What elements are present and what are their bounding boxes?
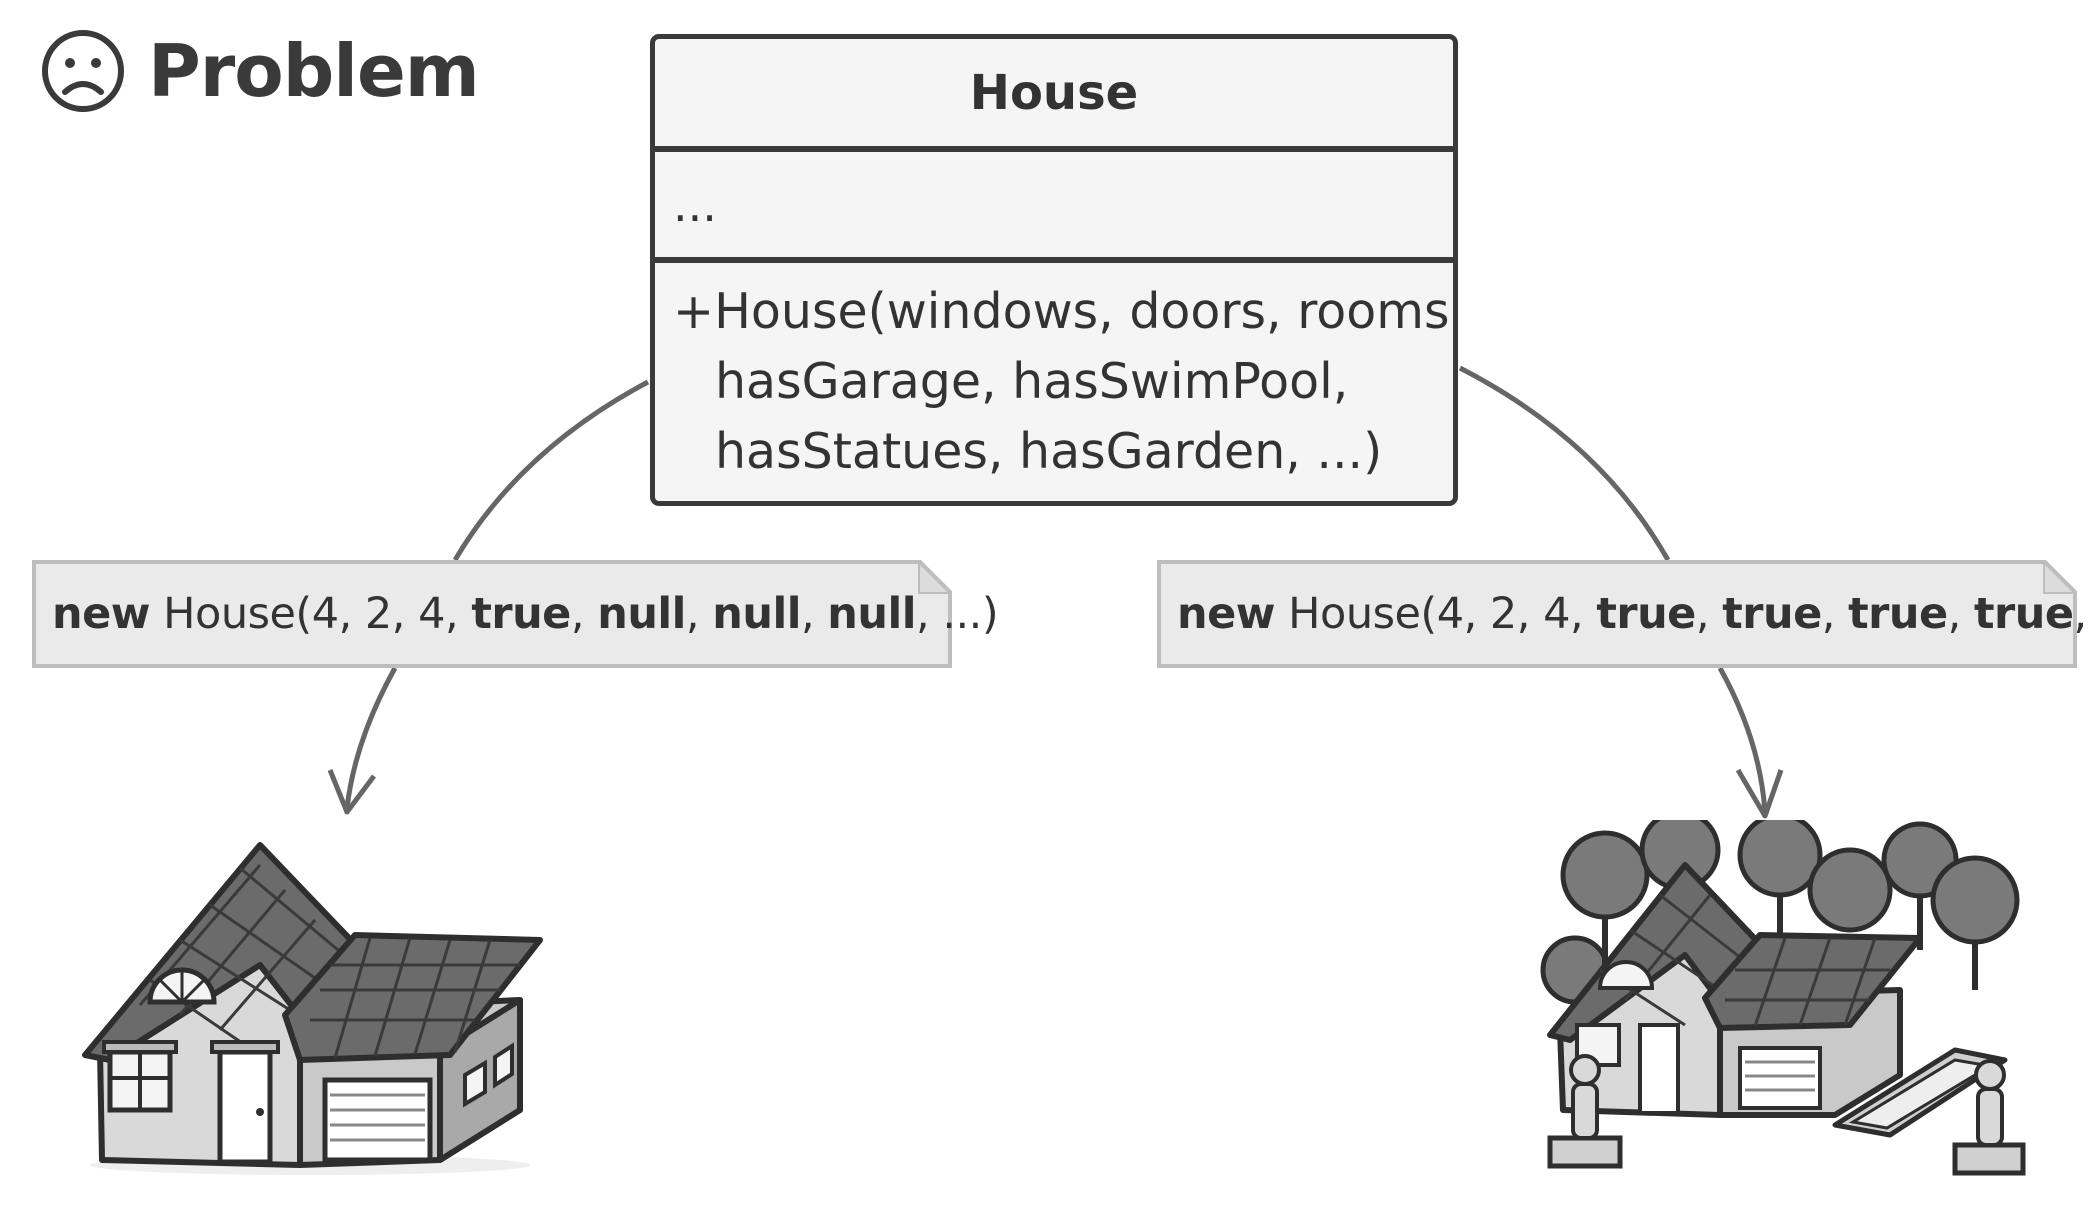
connector-left-lower xyxy=(344,666,398,809)
uml-method-line: hasGarage, hasSwimPool, xyxy=(715,353,1349,410)
code-text: , xyxy=(1947,589,1974,639)
code-text: , xyxy=(800,589,828,639)
code-note-left: new House(4, 2, 4, true, null, null, nul… xyxy=(32,560,999,668)
code-text: , ...) xyxy=(2073,589,2100,639)
arrowhead-right xyxy=(1735,768,1784,819)
sad-face-icon xyxy=(42,30,124,112)
code-keyword: true xyxy=(1848,589,1948,639)
code-note-right-text: new House(4, 2, 4, true, true, true, tru… xyxy=(1177,564,2100,664)
uml-class-box: House ... + House(windows, doors, rooms,… xyxy=(650,34,1458,506)
code-keyword: null xyxy=(712,589,801,639)
code-keyword: null xyxy=(827,589,916,639)
code-keyword: true xyxy=(1973,589,2074,639)
simple-house-illustration xyxy=(82,842,543,1175)
code-keyword: true xyxy=(1596,589,1696,639)
connector-left-upper xyxy=(452,379,650,562)
code-text: , xyxy=(1821,589,1849,639)
code-text: , ...) xyxy=(916,589,999,639)
code-keyword: null xyxy=(597,589,686,639)
uml-method-text: House(windows, doors, rooms, xyxy=(714,283,1458,340)
uml-method-line: + House(windows, doors, rooms, xyxy=(673,277,1453,347)
code-note-left-text: new House(4, 2, 4, true, null, null, nul… xyxy=(52,564,999,664)
uml-attributes: ... xyxy=(655,152,1453,257)
code-text: House(4, 2, 4, xyxy=(1275,589,1597,639)
note-fold-corner xyxy=(2043,560,2077,594)
connector-right-upper xyxy=(1458,365,1671,562)
arrowhead-left xyxy=(327,769,376,815)
code-text: , xyxy=(570,589,598,639)
title-text: Problem xyxy=(148,29,480,113)
connector-right-lower xyxy=(1717,666,1768,813)
uml-method-visibility: + xyxy=(673,283,715,340)
note-fold-corner xyxy=(918,560,952,594)
code-text: House(4, 2, 4, xyxy=(150,589,472,639)
code-text: , xyxy=(685,589,713,639)
code-keyword: true xyxy=(471,589,571,639)
code-keyword: new xyxy=(52,589,151,639)
uml-methods: + House(windows, doors, rooms, hasGarage… xyxy=(655,263,1453,501)
code-keyword: true xyxy=(1722,589,1822,639)
diagram-title: Problem xyxy=(40,28,480,114)
fancy-house-illustration xyxy=(1540,820,2026,1176)
uml-method-line: hasStatues, hasGarden, ...) xyxy=(715,423,1383,480)
uml-class-name: House xyxy=(655,39,1453,146)
code-text: , xyxy=(1695,589,1723,639)
code-note-right: new House(4, 2, 4, true, true, true, tru… xyxy=(1157,560,2100,668)
code-keyword: new xyxy=(1177,589,1276,639)
